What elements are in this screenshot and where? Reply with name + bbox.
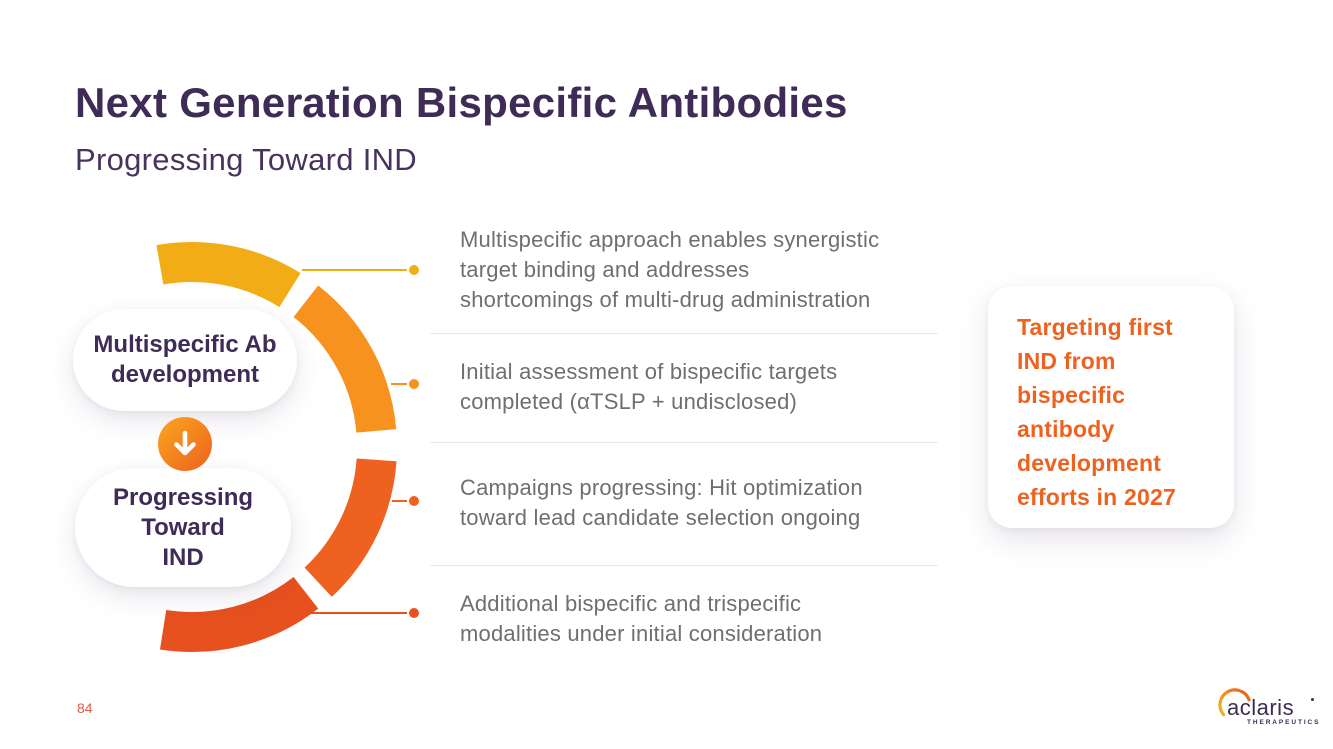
trademark-dot (1311, 698, 1314, 701)
aclaris-therapeutics-label: THERAPEUTICS (1247, 719, 1321, 726)
divider (430, 333, 938, 334)
arc-segment-2 (293, 285, 397, 434)
logo-swoosh-icon (1218, 688, 1251, 717)
arc-segment-3 (304, 458, 397, 597)
aclaris-logo-arc (1218, 688, 1251, 717)
pill-progressing-toward-ind: Progressing Toward IND (75, 468, 291, 587)
page-subtitle: Progressing Toward IND (75, 142, 417, 177)
divider (430, 442, 938, 443)
page-title: Next Generation Bispecific Antibodies (75, 79, 848, 126)
connector-dot-2 (409, 379, 419, 389)
connector-dot-4 (409, 608, 419, 618)
aclaris-wordmark: aclaris (1227, 695, 1295, 720)
bullet-item-multispecific-approach: Multispecific approach enables synergist… (460, 227, 880, 312)
bullet-item-additional-modalities: Additional bispecific and trispecific mo… (460, 591, 823, 646)
bullet-item-initial-assessment: Initial assessment of bispecific targets… (460, 359, 838, 414)
arc-segment-4 (159, 576, 319, 652)
pill-multispecific-ab-development: Multispecific Ab development (73, 309, 297, 411)
stray-dot (298, 95, 302, 99)
callout-text: Targeting first IND from bispecific anti… (1017, 314, 1176, 510)
arc-segment-1 (156, 242, 301, 308)
callout-box: Targeting first IND from bispecific anti… (988, 286, 1234, 528)
connector-dot-1 (409, 265, 419, 275)
down-arrow-badge (158, 417, 212, 471)
divider (430, 565, 938, 566)
connector-dot-3 (409, 496, 419, 506)
page-number: 84 (77, 700, 93, 716)
bullet-item-campaigns-progressing: Campaigns progressing: Hit optimization … (460, 475, 863, 530)
down-arrow-icon (174, 430, 196, 456)
